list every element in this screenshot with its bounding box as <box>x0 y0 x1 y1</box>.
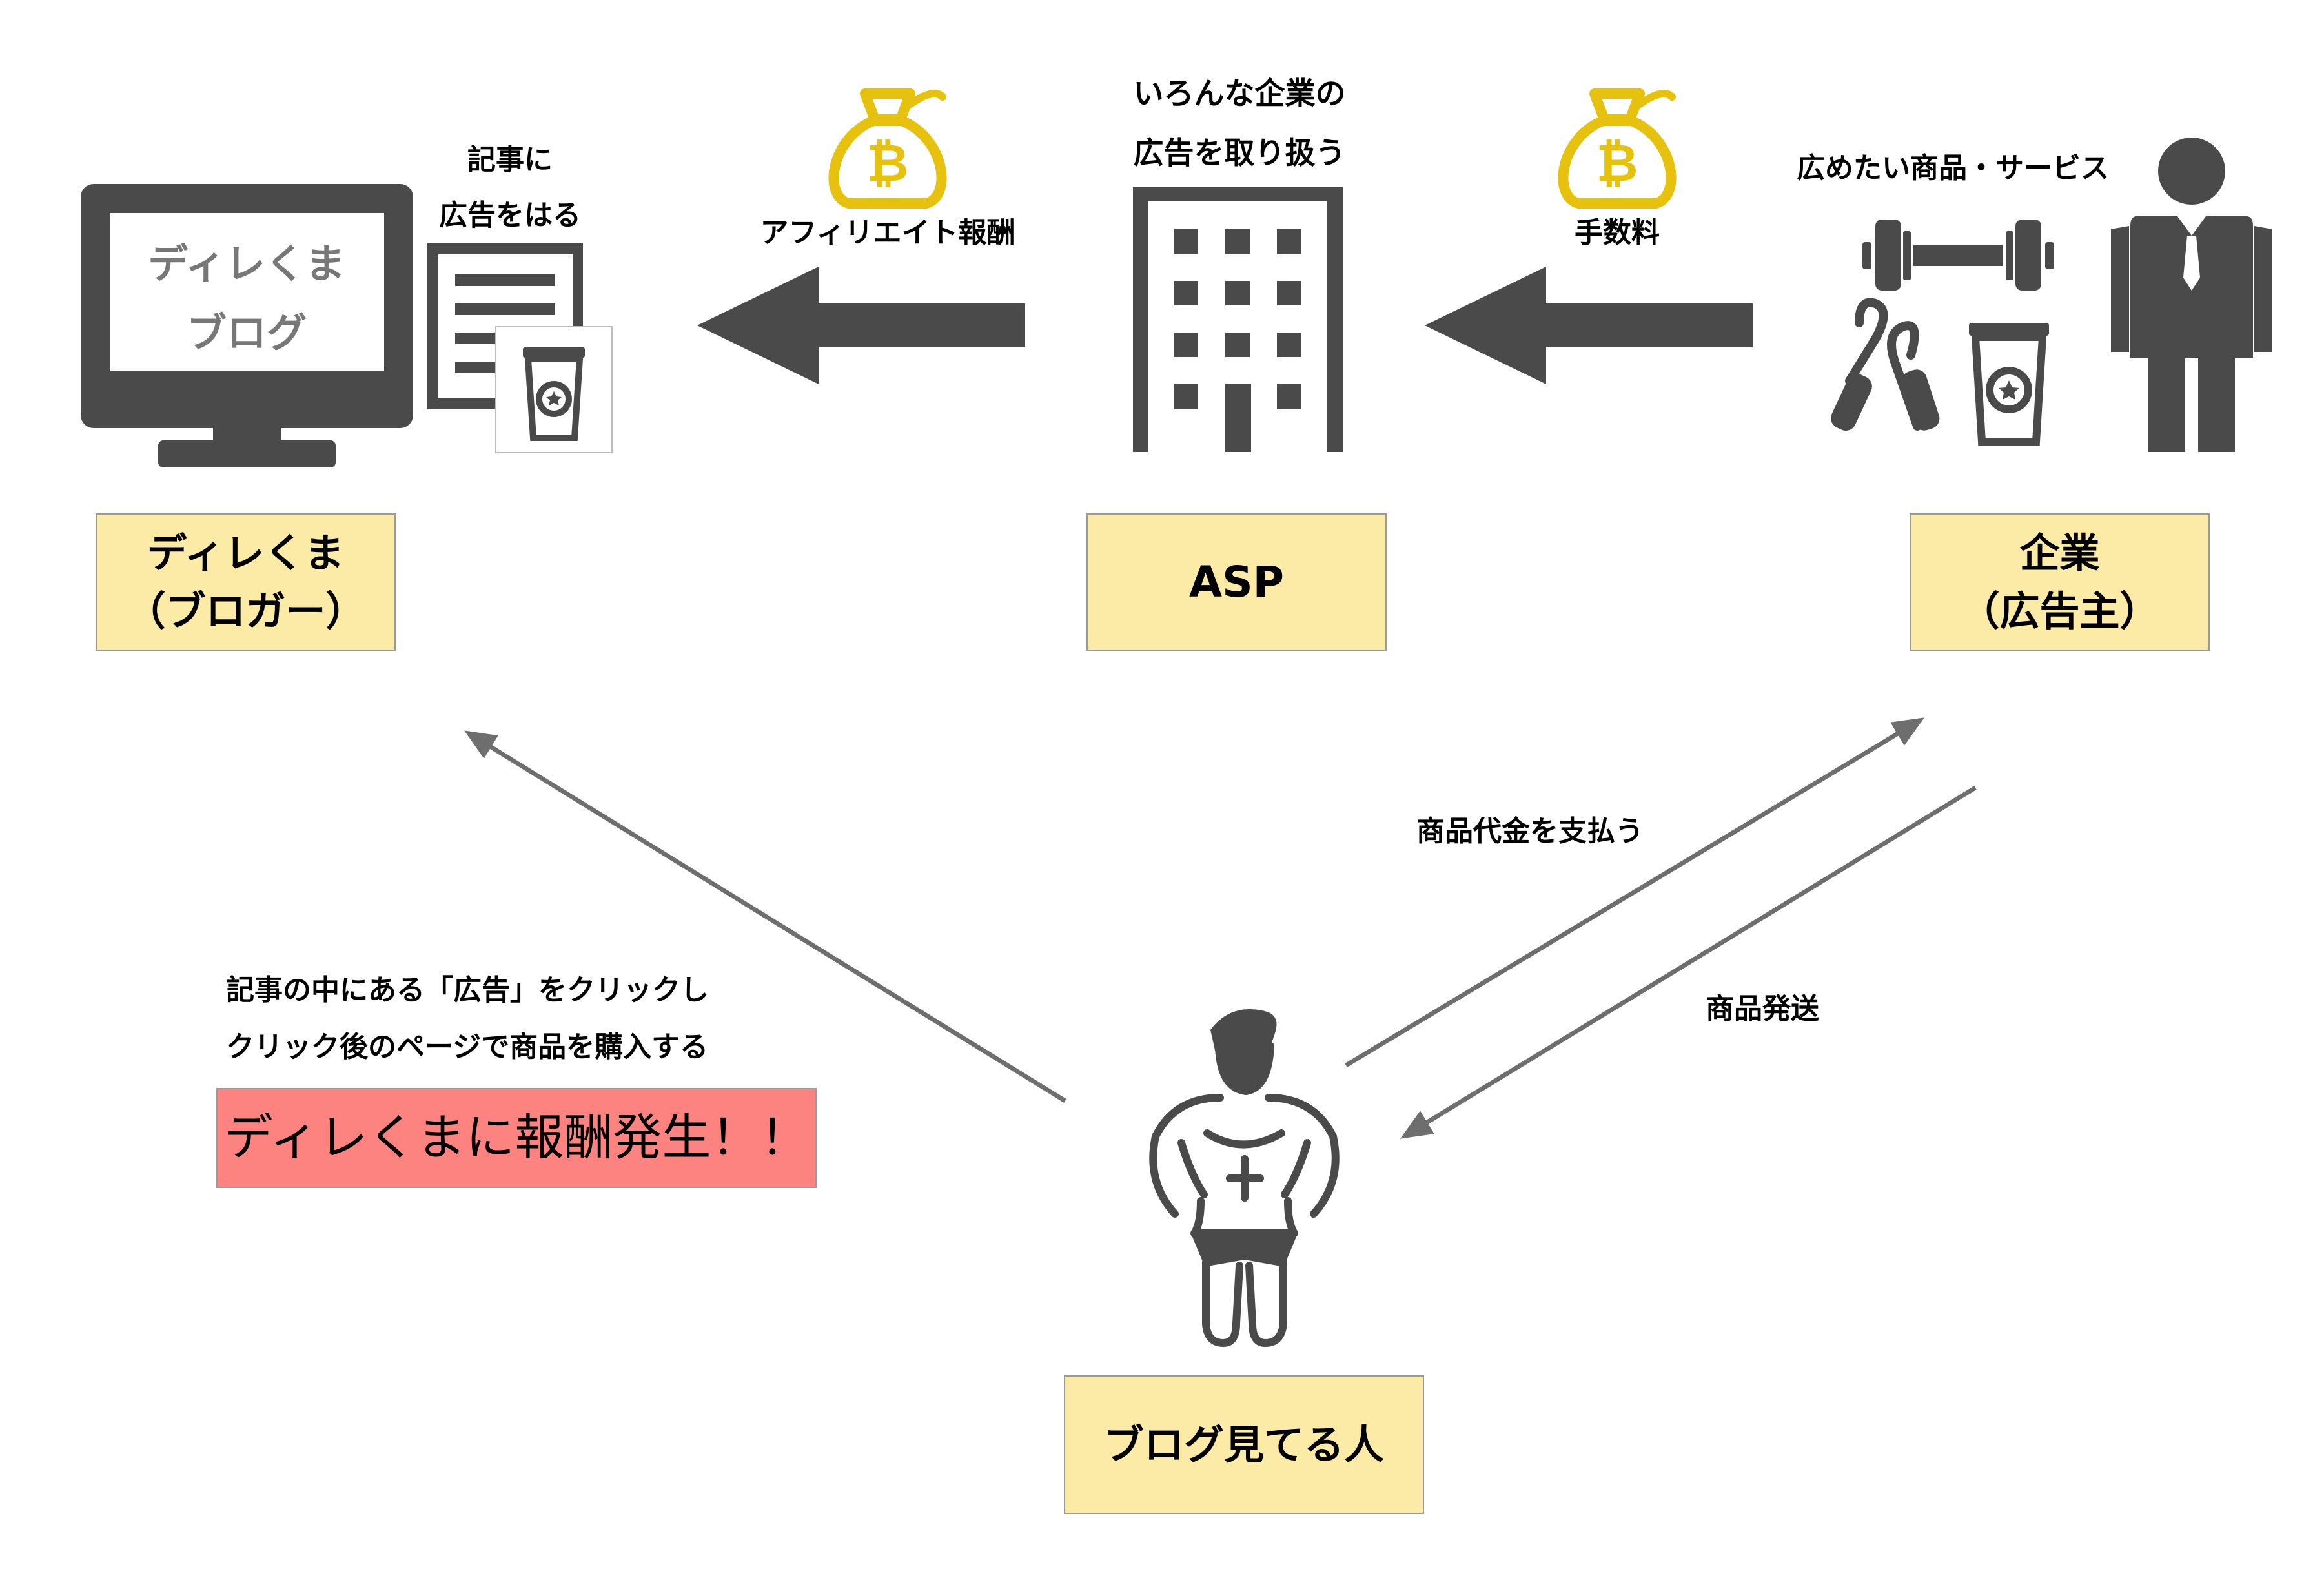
asp-caption-line2: 広告を取り扱う <box>1133 135 1346 171</box>
muscle-man-icon <box>1149 1009 1340 1347</box>
payment-label: 商品代金を支払う <box>1416 815 1644 848</box>
fee-arrow <box>1425 267 1753 384</box>
ad-caption-line1: 記事に <box>467 143 553 176</box>
reward-alert-text: ディレくまに報酬発生！！ <box>223 1109 810 1167</box>
company-caption: 広めたい商品・サービス <box>1797 152 2109 185</box>
blogger-label-line1: ディレくま <box>147 529 345 577</box>
document-icon <box>427 243 613 453</box>
visitor-label: ブログ見てる人 <box>1103 1420 1384 1468</box>
purchase-note-line1: 記事の中にある「広告」をクリックし <box>226 974 709 1007</box>
blogger-label-line2: （ブロガー） <box>125 587 366 635</box>
businessman-icon <box>2111 138 2272 452</box>
monitor-screen-line1: ディレくま <box>148 240 345 287</box>
coffee-cup-icon <box>523 347 585 441</box>
company-label-line1: 企業 <box>2019 529 2100 577</box>
shipping-label: 商品発送 <box>1706 992 1819 1025</box>
asp-label: ASP <box>1189 557 1284 607</box>
asp-caption: いろんな企業の 広告を取り扱う <box>1085 65 1394 183</box>
coffee-cup-icon <box>1969 323 2049 446</box>
ad-caption-line2: 広告をはる <box>439 198 581 232</box>
monitor-icon: ディレくま ブログ <box>81 184 413 467</box>
fee-label: 手数料 <box>1575 216 1660 249</box>
purchase-note-line2: クリック後のページで商品を購入する <box>226 1031 709 1063</box>
asp-caption-line1: いろんな企業の <box>1133 76 1346 112</box>
dumbbell-icon <box>1862 220 2054 291</box>
svg-text:₿: ₿ <box>866 133 908 193</box>
hand-grip-icon <box>1831 298 1940 431</box>
money-bag-icon: ₿ <box>828 88 947 209</box>
company-label-line2: （広告主） <box>1959 587 2160 635</box>
purchase-note: 記事の中にある「広告」をクリックし クリック後のページで商品を購入する <box>226 962 807 1076</box>
monitor-screen-line2: ブログ <box>187 309 307 356</box>
blogger-label-box: ディレくま （ブロガー） <box>96 513 396 651</box>
click-purchase-arrow <box>464 730 1066 1103</box>
shipping-arrow <box>1400 786 1977 1139</box>
asp-label-box: ASP <box>1086 513 1387 651</box>
building-icon <box>1133 187 1343 452</box>
affiliate-reward-label: アフィリエイト報酬 <box>760 216 1015 249</box>
reward-arrow <box>697 267 1025 384</box>
money-bag-icon: ₿ <box>1558 88 1677 209</box>
company-label-box: 企業 （広告主） <box>1910 513 2210 651</box>
payment-arrow <box>1345 717 1924 1067</box>
svg-text:₿: ₿ <box>1596 133 1638 193</box>
ad-caption: 記事に 広告をはる <box>429 132 591 243</box>
visitor-label-box: ブログ見てる人 <box>1064 1375 1424 1514</box>
reward-alert-box: ディレくまに報酬発生！！ <box>216 1088 817 1188</box>
